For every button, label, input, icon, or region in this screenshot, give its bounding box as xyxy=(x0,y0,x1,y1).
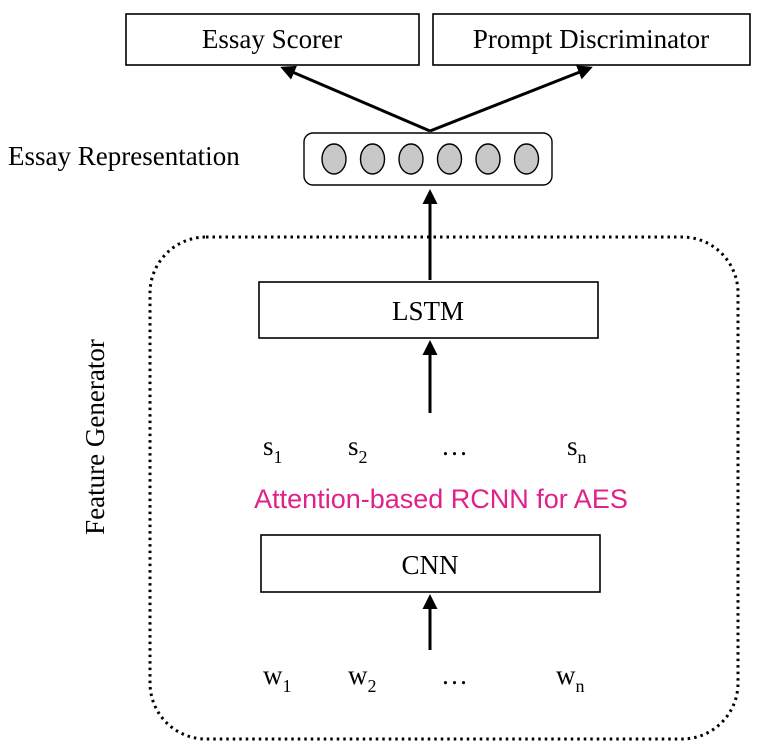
feature-generator-label: Feature Generator xyxy=(80,339,110,535)
lstm-box: LSTM xyxy=(258,281,599,339)
word-token-base: … xyxy=(441,660,468,690)
word-token-subscript: 2 xyxy=(368,676,377,696)
representation-node xyxy=(321,143,347,175)
representation-node xyxy=(436,143,463,175)
arrow-to-prompt-discriminator xyxy=(429,65,593,133)
prompt-discriminator-box: Prompt Discriminator xyxy=(432,13,751,66)
representation-node xyxy=(475,143,501,175)
model-caption: Attention-based RCNN for AES xyxy=(254,484,628,514)
sentence-token: s2 xyxy=(348,431,368,467)
representation-node xyxy=(359,143,386,175)
representation-node xyxy=(398,143,424,175)
word-token-subscript: 1 xyxy=(283,676,292,696)
essay-representation-label: Essay Representation xyxy=(8,141,240,171)
word-token-base: w xyxy=(348,660,368,690)
word-token: … xyxy=(441,660,468,690)
word-token-subscript: n xyxy=(576,676,585,696)
cnn-label: CNN xyxy=(401,550,458,580)
representation-nodes xyxy=(321,143,540,175)
sentence-token-subscript: n xyxy=(578,447,587,467)
word-token: wn xyxy=(556,660,585,696)
representation-node xyxy=(513,143,540,175)
sentence-token: sn xyxy=(567,431,587,467)
sentence-token: s1 xyxy=(263,431,283,467)
word-token: w1 xyxy=(263,660,292,696)
sentence-token-base: s xyxy=(263,431,274,461)
essay-scorer-box: Essay Scorer xyxy=(125,13,420,66)
sentence-token-subscript: 1 xyxy=(274,447,283,467)
word-token: w2 xyxy=(348,660,377,696)
arrow-to-essay-scorer xyxy=(280,65,431,133)
sentence-token: … xyxy=(441,431,468,461)
word-token-base: w xyxy=(263,660,283,690)
lstm-label: LSTM xyxy=(392,296,464,326)
cnn-box: CNN xyxy=(260,534,601,593)
sentence-token-base: s xyxy=(567,431,578,461)
sentence-token-base: s xyxy=(348,431,359,461)
word-token-base: w xyxy=(556,660,576,690)
prompt-discriminator-label: Prompt Discriminator xyxy=(473,24,709,54)
essay-representation-vector xyxy=(303,132,553,186)
sentence-token-base: … xyxy=(441,431,468,461)
essay-scorer-label: Essay Scorer xyxy=(202,24,342,54)
sentence-token-subscript: 2 xyxy=(359,447,368,467)
